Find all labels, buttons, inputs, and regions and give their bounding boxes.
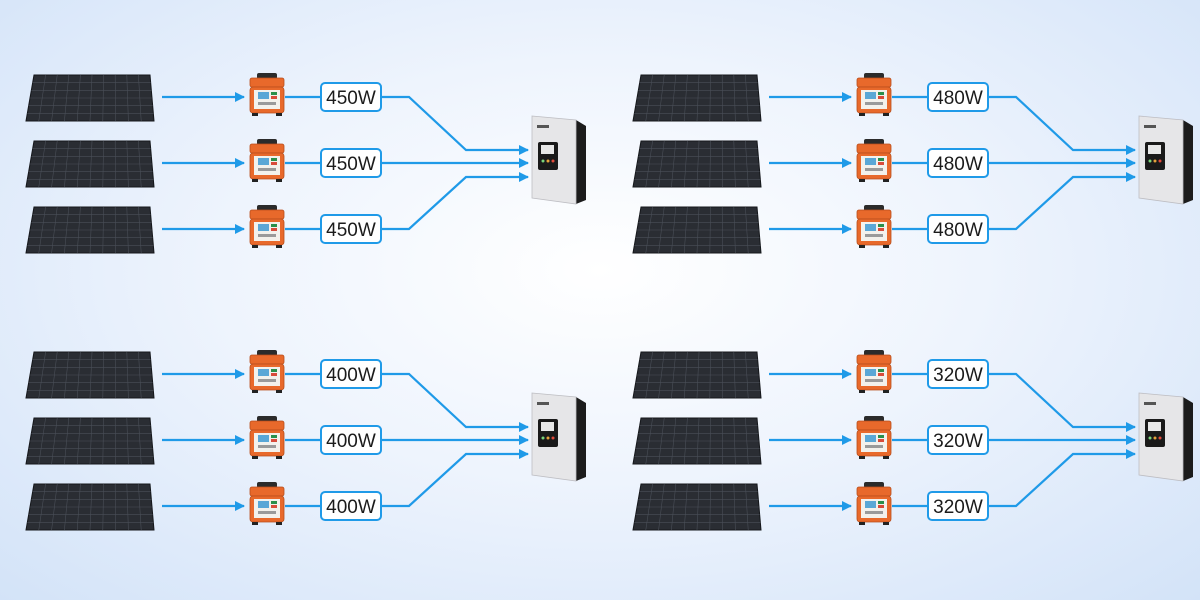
string-row: 320W — [632, 416, 1136, 465]
solar-tester-icon — [856, 350, 892, 393]
flow-arrow-to-inverter — [988, 172, 1136, 231]
string-row: 400W — [25, 416, 529, 465]
solar-tester-icon — [249, 205, 285, 248]
solar-tester-icon — [249, 350, 285, 393]
flow-arrow-to-inverter — [381, 449, 529, 508]
solar-panel-icon — [25, 483, 155, 531]
solar-tester-icon — [856, 205, 892, 248]
solar-panel-icon — [25, 206, 155, 254]
watt-label: 320W — [933, 497, 983, 518]
solar-tester-icon — [249, 139, 285, 182]
inverter-icon — [1138, 392, 1193, 482]
solar-panel-icon — [632, 417, 762, 465]
solar-tester-icon — [856, 482, 892, 525]
watt-label: 480W — [933, 220, 983, 241]
solar-panel-icon — [632, 483, 762, 531]
string-row: 400W — [25, 350, 529, 432]
watt-label: 480W — [933, 88, 983, 109]
watt-label: 320W — [933, 365, 983, 386]
solar-panel-icon — [25, 140, 155, 188]
flow-arrow-to-inverter — [381, 372, 529, 432]
solar-panel-icon — [632, 206, 762, 254]
string-row: 450W — [25, 139, 529, 188]
string-row: 450W — [25, 73, 529, 155]
inverter-icon — [531, 115, 586, 205]
group-top-left: 450W 450W 450W — [25, 73, 586, 254]
solar-panel-icon — [632, 140, 762, 188]
inverter-icon — [1138, 115, 1193, 205]
flow-arrow-to-inverter — [381, 95, 529, 155]
string-row: 320W — [632, 449, 1136, 531]
flow-arrow-to-inverter — [381, 172, 529, 231]
solar-tester-icon — [249, 482, 285, 525]
flow-arrow-to-inverter — [988, 372, 1136, 432]
string-row: 480W — [632, 139, 1136, 188]
flow-arrow-to-inverter — [988, 449, 1136, 508]
string-row: 480W — [632, 73, 1136, 155]
string-row: 480W — [632, 172, 1136, 254]
flow-arrow-to-inverter — [988, 95, 1136, 155]
solar-tester-icon — [249, 416, 285, 459]
solar-tester-icon — [856, 73, 892, 116]
solar-tester-icon — [249, 73, 285, 116]
group-bottom-left: 400W 400W 400W — [25, 350, 586, 531]
solar-tester-icon — [856, 416, 892, 459]
watt-label: 450W — [326, 88, 376, 109]
solar-panel-icon — [632, 74, 762, 122]
group-bottom-right: 320W 320W 320W — [632, 350, 1193, 531]
solar-panel-icon — [632, 351, 762, 399]
watt-label: 400W — [326, 497, 376, 518]
watt-label: 450W — [326, 154, 376, 175]
watt-label: 400W — [326, 431, 376, 452]
solar-panel-icon — [25, 417, 155, 465]
watt-label: 320W — [933, 431, 983, 452]
watt-label: 480W — [933, 154, 983, 175]
string-row: 450W — [25, 172, 529, 254]
string-row: 400W — [25, 449, 529, 531]
solar-panel-icon — [25, 351, 155, 399]
solar-tester-icon — [856, 139, 892, 182]
inverter-icon — [531, 392, 586, 482]
solar-panel-icon — [25, 74, 155, 122]
string-row: 320W — [632, 350, 1136, 432]
group-top-right: 480W 480W 480W — [632, 73, 1193, 254]
watt-label: 400W — [326, 365, 376, 386]
watt-label: 450W — [326, 220, 376, 241]
